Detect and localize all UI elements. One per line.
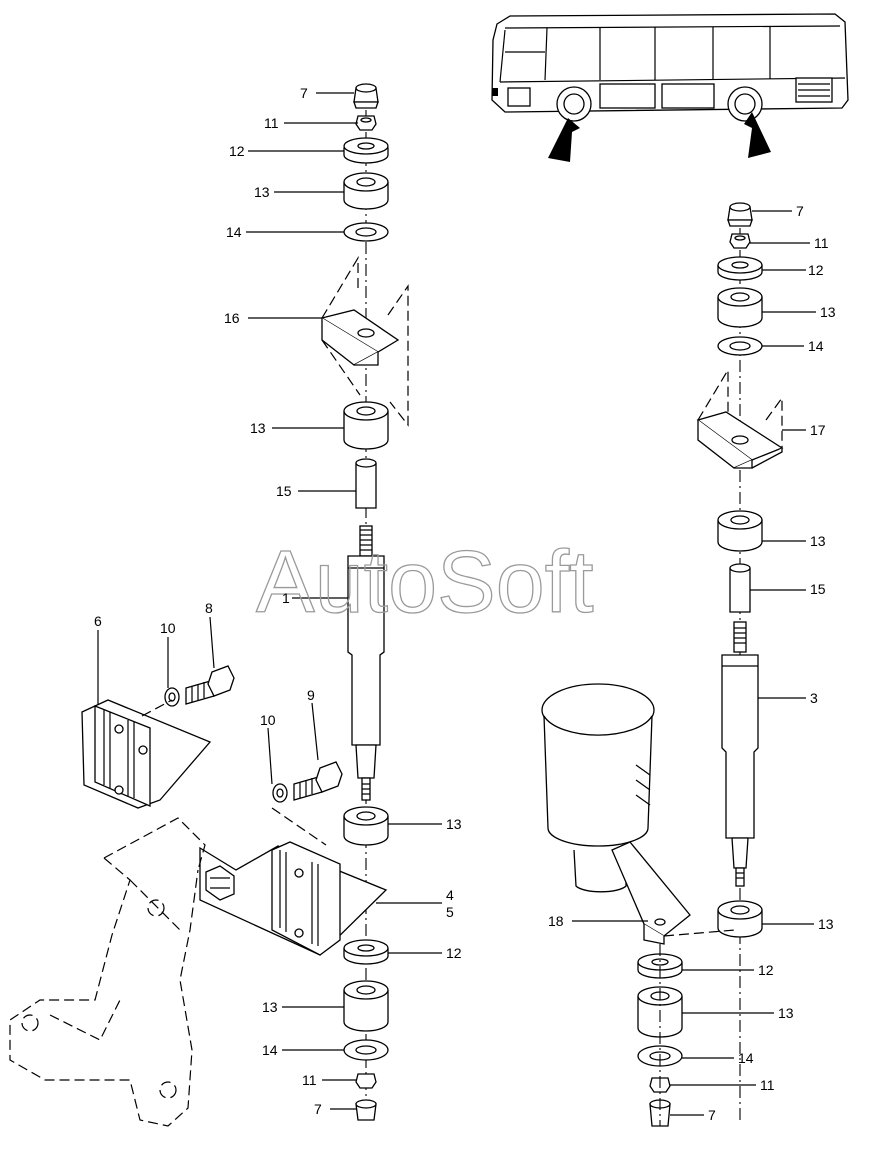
- label-18: 18: [548, 913, 564, 929]
- label-11-top-left: 11: [264, 115, 279, 131]
- label-12-top-right: 12: [808, 262, 824, 278]
- right-labels: 7 11 12 13 14 17 13 15 3 13 18 12 13 14 …: [548, 203, 836, 1123]
- label-15-right: 15: [810, 581, 826, 597]
- label-16: 16: [224, 310, 240, 326]
- left-bush-d: [343, 980, 389, 1032]
- label-1: 1: [282, 590, 290, 606]
- left-labels: 7 11 12 13 14 16 13 15 1 6 10 8 10 9 13 …: [94, 85, 462, 1117]
- right-bracket-17: [696, 367, 784, 469]
- label-14-top-left: 14: [226, 224, 242, 240]
- left-dish-washer-top: [343, 222, 389, 242]
- right-shock-absorber: [721, 621, 759, 887]
- axle-knuckle-outline: [9, 817, 206, 1127]
- label-13b-right: 13: [810, 533, 826, 549]
- left-cap-nut-top: [353, 83, 379, 109]
- label-8: 8: [205, 600, 213, 616]
- left-bush-b: [343, 401, 389, 450]
- label-13c-right: 13: [818, 916, 834, 932]
- left-dish-washer-bottom: [343, 1039, 389, 1061]
- right-sleeve: [729, 563, 751, 613]
- label-15-left: 15: [276, 483, 292, 499]
- left-bush-c: [343, 806, 389, 846]
- label-10b: 10: [260, 712, 276, 728]
- label-13a-left: 13: [254, 184, 270, 200]
- label-12-bottom-left: 12: [446, 945, 462, 961]
- left-washer-top: [343, 137, 389, 164]
- right-dish-washer-top: [717, 336, 763, 356]
- left-bolt-9: [271, 761, 343, 846]
- label-7-bottom-left: 7: [314, 1101, 322, 1117]
- left-cap-nut-bottom: [355, 1099, 377, 1121]
- right-bush-d: [637, 986, 683, 1038]
- label-13d-left: 13: [262, 999, 278, 1015]
- right-bush-c: [717, 900, 763, 938]
- label-7-top-left: 7: [300, 85, 308, 101]
- label-11-bottom-right: 11: [760, 1077, 775, 1093]
- label-10a: 10: [160, 620, 176, 636]
- left-nut-top: [355, 115, 377, 131]
- right-washer-top: [717, 256, 763, 281]
- label-13c-left: 13: [446, 816, 462, 832]
- leader-lines: [97, 92, 816, 1116]
- label-13b-left: 13: [250, 420, 266, 436]
- right-bush-b: [717, 510, 763, 552]
- label-12-top-left: 12: [229, 143, 245, 159]
- label-5: 5: [446, 904, 454, 920]
- label-13a-right: 13: [820, 304, 836, 320]
- label-12-bottom-right: 12: [758, 962, 774, 978]
- label-14-bottom-right: 14: [738, 1050, 754, 1066]
- left-mounting-bracket-6: [81, 699, 212, 809]
- label-7-bottom-right: 7: [708, 1107, 716, 1123]
- bus-illustration: [491, 13, 849, 162]
- left-bolt-8: [141, 665, 235, 717]
- left-bush-a: [343, 172, 389, 210]
- label-14-top-right: 14: [808, 338, 824, 354]
- right-bush-a: [717, 287, 763, 328]
- left-sleeve: [355, 458, 377, 509]
- left-mounting-bracket-4-5: [199, 841, 388, 956]
- right-cap-nut-top: [727, 202, 753, 227]
- label-14-bottom-left: 14: [262, 1042, 278, 1058]
- label-3: 3: [810, 690, 818, 706]
- label-11-top-right: 11: [814, 235, 829, 251]
- label-9: 9: [307, 687, 315, 703]
- left-nut-bottom: [355, 1073, 377, 1089]
- label-11-bottom-left: 11: [302, 1072, 317, 1088]
- air-spring-bellows: [541, 683, 736, 945]
- label-7-top-right: 7: [796, 203, 804, 219]
- left-washer-bottom: [343, 939, 389, 965]
- watermark: AutoSoft: [256, 532, 594, 631]
- left-shock-absorber: [347, 525, 385, 801]
- left-bracket-16: [320, 255, 409, 427]
- label-4: 4: [446, 887, 454, 903]
- right-nut-top: [729, 233, 751, 249]
- label-6: 6: [94, 613, 102, 629]
- label-13d-right: 13: [778, 1005, 794, 1021]
- label-17: 17: [810, 422, 826, 438]
